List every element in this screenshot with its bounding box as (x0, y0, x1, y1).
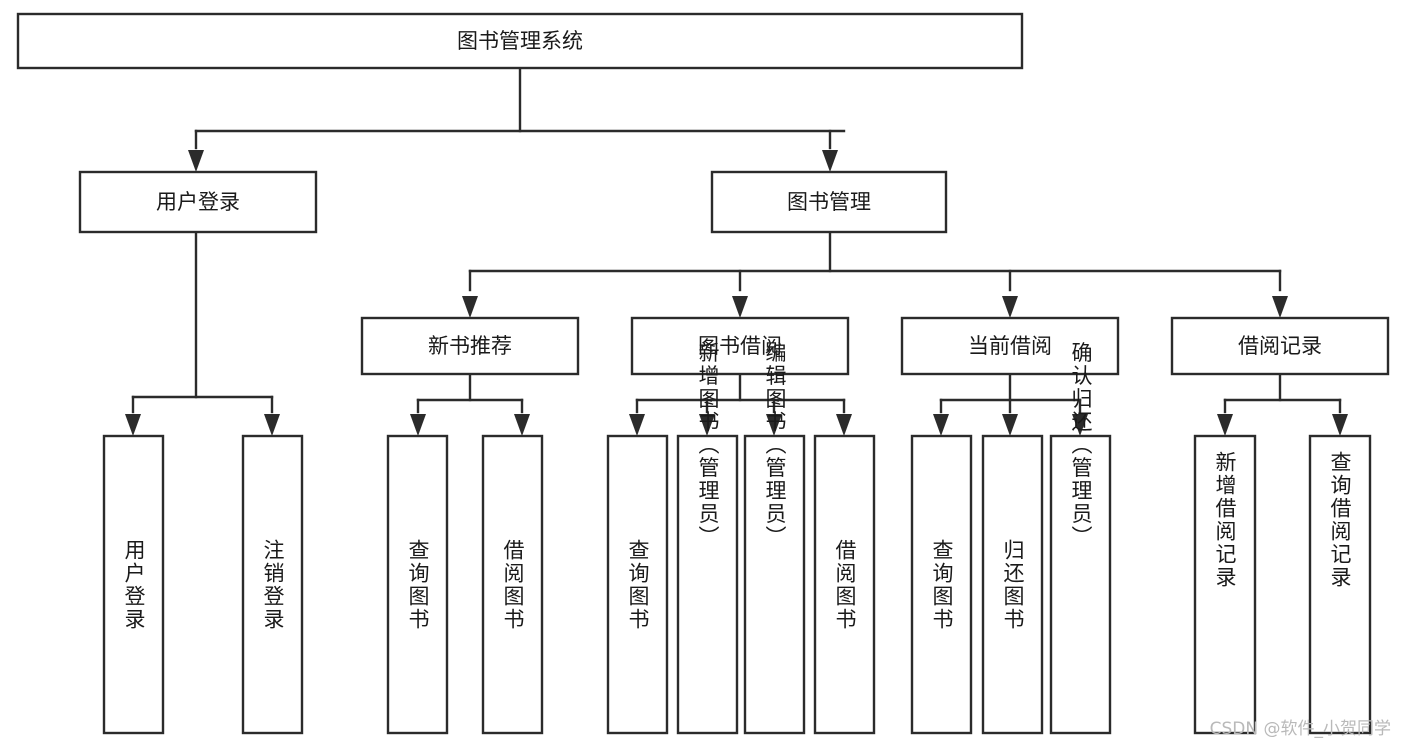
node-leaf-query-book-1-label: 查询图书 (406, 539, 430, 631)
node-borrow-record-box[interactable] (1170, 316, 1390, 376)
node-leaf-edit-book-box[interactable] (743, 434, 806, 735)
node-leaf-return-book-box[interactable] (981, 434, 1044, 735)
arrow-icon-to-leaf-add-record (1217, 414, 1233, 436)
arrow-icon-to-leaf-borrow-book-1 (514, 414, 530, 436)
node-leaf-user-login[interactable]: 用户登录 (102, 434, 165, 735)
connector-group-user-login (125, 230, 280, 436)
node-leaf-query-book-2-box[interactable] (606, 434, 669, 735)
node-leaf-return-book[interactable]: 归还图书 (981, 434, 1044, 735)
connector-group-book-borrow (629, 372, 852, 436)
node-leaf-query-book-2[interactable]: 查询图书 (606, 434, 669, 735)
node-user-login-label: 用户登录 (156, 190, 240, 214)
node-leaf-confirm-return-box[interactable] (1049, 434, 1112, 735)
node-leaf-query-record[interactable]: 查询借阅记录 (1308, 434, 1372, 735)
node-book-manage-box[interactable] (710, 170, 948, 234)
arrow-icon-to-leaf-query-book-3 (933, 414, 949, 436)
node-leaf-query-book-3-box[interactable] (910, 434, 973, 735)
node-leaf-borrow-book-1[interactable]: 借阅图书 (481, 434, 544, 735)
connector-group-book-manage (462, 230, 1288, 318)
arrow-icon-to-leaf-borrow-book-2 (836, 414, 852, 436)
node-leaf-add-record-box[interactable] (1193, 434, 1257, 735)
node-book-borrow-label: 图书借阅 (698, 334, 782, 358)
node-current-borrow-box[interactable] (900, 316, 1120, 376)
arrow-icon-to-leaf-query-book-2 (629, 414, 645, 436)
node-root-box[interactable] (16, 12, 1024, 70)
node-leaf-borrow-book-2-label: 借阅图书 (833, 539, 857, 631)
arrow-icon-to-leaf-logout (264, 414, 280, 436)
node-leaf-logout-box[interactable] (241, 434, 304, 735)
node-leaf-add-record-label: 新增借阅记录 (1213, 451, 1237, 589)
arrow-icon-to-leaf-user-login (125, 414, 141, 436)
node-new-book-rec-box[interactable] (360, 316, 580, 376)
node-root[interactable]: 图书管理系统 (16, 12, 1024, 70)
node-book-manage-label: 图书管理 (787, 190, 871, 214)
node-leaf-borrow-book-1-box[interactable] (481, 434, 544, 735)
node-borrow-record[interactable]: 借阅记录 (1170, 316, 1390, 376)
node-new-book-rec-label: 新书推荐 (428, 334, 512, 358)
node-leaf-user-login-label: 用户登录 (122, 539, 146, 631)
node-book-borrow[interactable]: 图书借阅 (630, 316, 850, 376)
arrow-icon-to-new-book-rec (462, 296, 478, 318)
node-book-manage[interactable]: 图书管理 (710, 170, 948, 234)
connector-group-borrow-record (1217, 372, 1348, 436)
node-user-login[interactable]: 用户登录 (78, 170, 318, 234)
arrow-icon-to-current-borrow (1002, 296, 1018, 318)
node-leaf-edit-book-label: 编辑图书（管理员） (763, 342, 787, 549)
node-leaf-query-book-1[interactable]: 查询图书 (386, 434, 449, 735)
node-current-borrow[interactable]: 当前借阅 (900, 316, 1120, 376)
arrow-icon-to-user-login (188, 150, 204, 172)
node-leaf-query-book-3-label: 查询图书 (930, 539, 954, 631)
node-leaf-logout[interactable]: 注销登录 (241, 434, 304, 735)
node-leaf-add-record[interactable]: 新增借阅记录 (1193, 434, 1257, 735)
node-leaf-user-login-box[interactable] (102, 434, 165, 735)
node-leaf-borrow-book-2[interactable]: 借阅图书 (813, 434, 876, 735)
arrow-icon-to-leaf-return-book (1002, 414, 1018, 436)
connector-group-root (188, 66, 846, 172)
node-leaf-edit-book[interactable]: 编辑图书（管理员） (743, 342, 806, 735)
node-leaf-confirm-return-label: 确认归还（管理员） (1069, 342, 1093, 549)
node-leaf-query-book-2-label: 查询图书 (626, 539, 650, 631)
node-leaf-add-book-box[interactable] (676, 434, 739, 735)
node-leaf-borrow-book-2-box[interactable] (813, 434, 876, 735)
node-root-label: 图书管理系统 (457, 29, 583, 53)
arrow-icon-to-book-manage (822, 150, 838, 172)
node-borrow-record-label: 借阅记录 (1238, 334, 1322, 358)
node-leaf-add-book[interactable]: 新增图书（管理员） (676, 342, 739, 735)
node-leaf-query-book-3[interactable]: 查询图书 (910, 434, 973, 735)
node-leaf-add-book-label: 新增图书（管理员） (696, 342, 720, 549)
arrow-icon-to-leaf-query-record (1332, 414, 1348, 436)
arrow-icon-to-leaf-query-book-1 (410, 414, 426, 436)
node-leaf-logout-label: 注销登录 (261, 539, 285, 631)
arrow-icon-to-book-borrow (732, 296, 748, 318)
node-leaf-query-record-box[interactable] (1308, 434, 1372, 735)
node-user-login-box[interactable] (78, 170, 318, 234)
connector-group-current-borrow (933, 372, 1088, 436)
node-new-book-rec[interactable]: 新书推荐 (360, 316, 580, 376)
connector-group-new-book-rec (410, 372, 530, 436)
arrow-icon-to-borrow-record (1272, 296, 1288, 318)
node-leaf-query-record-label: 查询借阅记录 (1328, 451, 1352, 589)
node-leaf-query-book-1-box[interactable] (386, 434, 449, 735)
node-leaf-borrow-book-1-label: 借阅图书 (501, 539, 525, 631)
node-leaf-return-book-label: 归还图书 (1001, 539, 1025, 631)
node-leaf-confirm-return[interactable]: 确认归还（管理员） (1049, 342, 1112, 735)
node-book-borrow-box[interactable] (630, 316, 850, 376)
node-current-borrow-label: 当前借阅 (968, 334, 1052, 358)
